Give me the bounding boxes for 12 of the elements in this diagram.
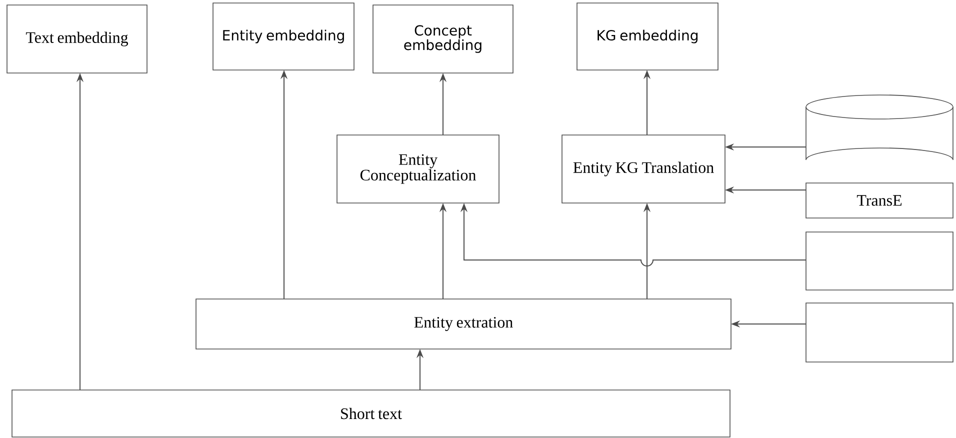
cylinder (806, 94, 954, 160)
process-box: Text embedding (6, 4, 148, 74)
process-box: Entity embedding (212, 2, 354, 70)
process-box: Short text (12, 390, 730, 438)
process-box: Entity extration (196, 298, 732, 350)
process-box (806, 232, 954, 290)
process-box: TransE (806, 182, 954, 218)
process-box: Entity KG Translation (562, 134, 726, 204)
process-box: Concept embedding (372, 4, 514, 74)
process-box: Entity Conceptualization (336, 134, 500, 204)
process-box (806, 302, 954, 362)
process-box: KG embedding (576, 2, 718, 70)
